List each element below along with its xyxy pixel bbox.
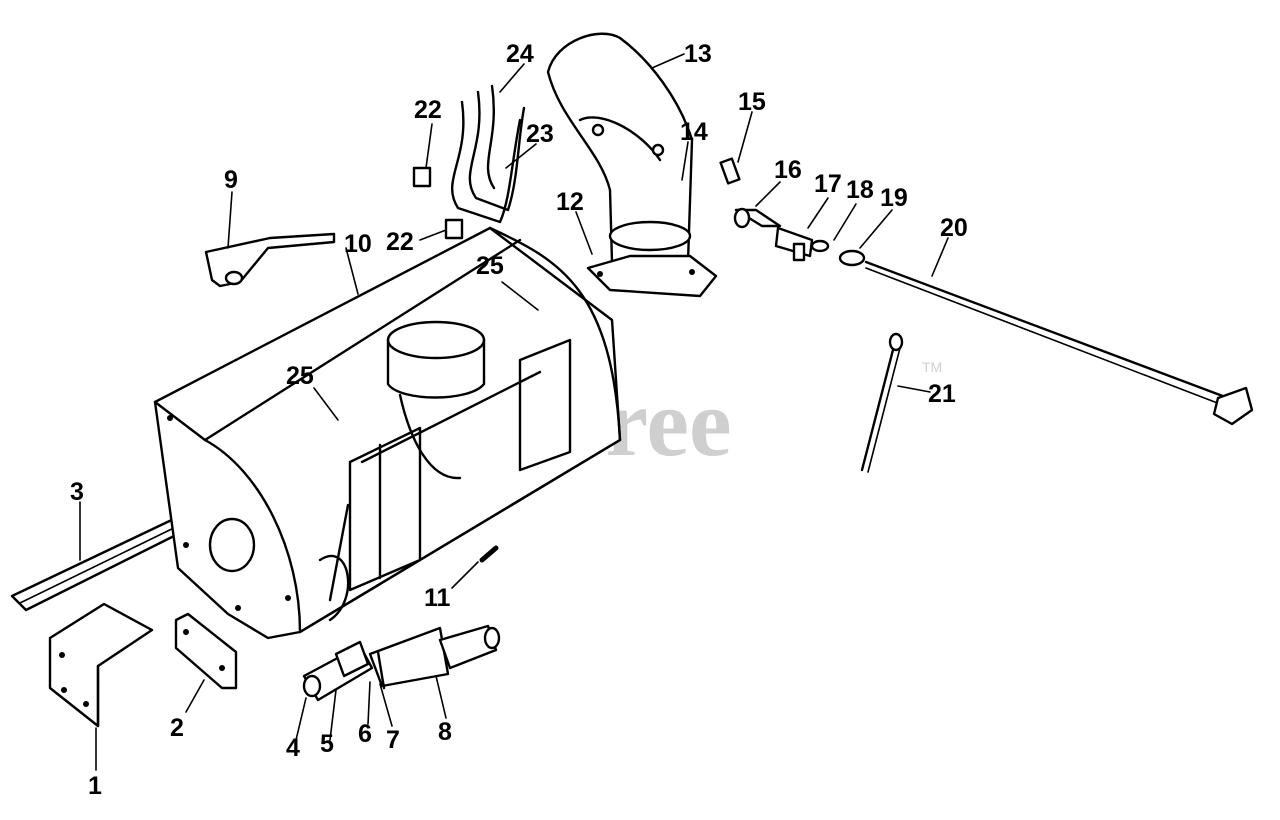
callout-6: 6 — [358, 720, 372, 748]
callout-5: 5 — [320, 730, 334, 758]
callout-13: 13 — [684, 40, 712, 68]
callout-22-lower: 22 — [386, 228, 414, 256]
callout-22-upper: 22 — [414, 96, 442, 124]
part-11-pin — [479, 545, 499, 563]
part-20-crank-rod — [864, 260, 1254, 426]
parts-22-24-springs — [412, 84, 526, 240]
watermark-trademark: TM — [922, 359, 942, 375]
callout-25-lower: 25 — [286, 362, 314, 390]
callout-10: 10 — [344, 230, 372, 258]
callout-11: 11 — [424, 584, 451, 612]
callout-23: 23 — [526, 120, 554, 148]
part-9-handle-bracket — [204, 232, 336, 288]
part-10-auger-housing — [153, 226, 622, 640]
callout-25-upper: 25 — [476, 252, 504, 280]
callout-15: 15 — [738, 88, 766, 116]
callout-3: 3 — [70, 478, 84, 506]
callout-7: 7 — [386, 726, 400, 754]
callout-12: 12 — [556, 188, 584, 216]
parts-15-19-crank-hardware — [719, 157, 866, 267]
callout-24: 24 — [506, 40, 534, 68]
callout-9: 9 — [224, 166, 238, 194]
part-21-rod — [860, 332, 904, 473]
callout-4: 4 — [286, 734, 300, 762]
parts-4-8-drive-shaft — [302, 624, 501, 702]
callout-21: 21 — [928, 380, 956, 408]
callout-17: 17 — [814, 170, 842, 198]
callout-2: 2 — [170, 714, 184, 742]
callout-16: 16 — [774, 156, 802, 184]
part-3-angle-bar — [10, 514, 188, 612]
callout-labels: 1 2 3 4 5 6 7 8 9 10 11 12 13 14 15 16 1… — [70, 40, 968, 800]
callout-20: 20 — [940, 214, 968, 242]
part-1-mounting-bracket — [48, 602, 154, 728]
parts-12-14-discharge-chute — [546, 32, 718, 298]
leader-lines — [79, 53, 949, 771]
callout-19: 19 — [880, 184, 908, 212]
callout-18: 18 — [846, 176, 874, 204]
callout-1: 1 — [88, 772, 102, 800]
callout-14: 14 — [680, 118, 708, 146]
callout-8: 8 — [438, 718, 452, 746]
part-2-plate — [174, 612, 238, 690]
